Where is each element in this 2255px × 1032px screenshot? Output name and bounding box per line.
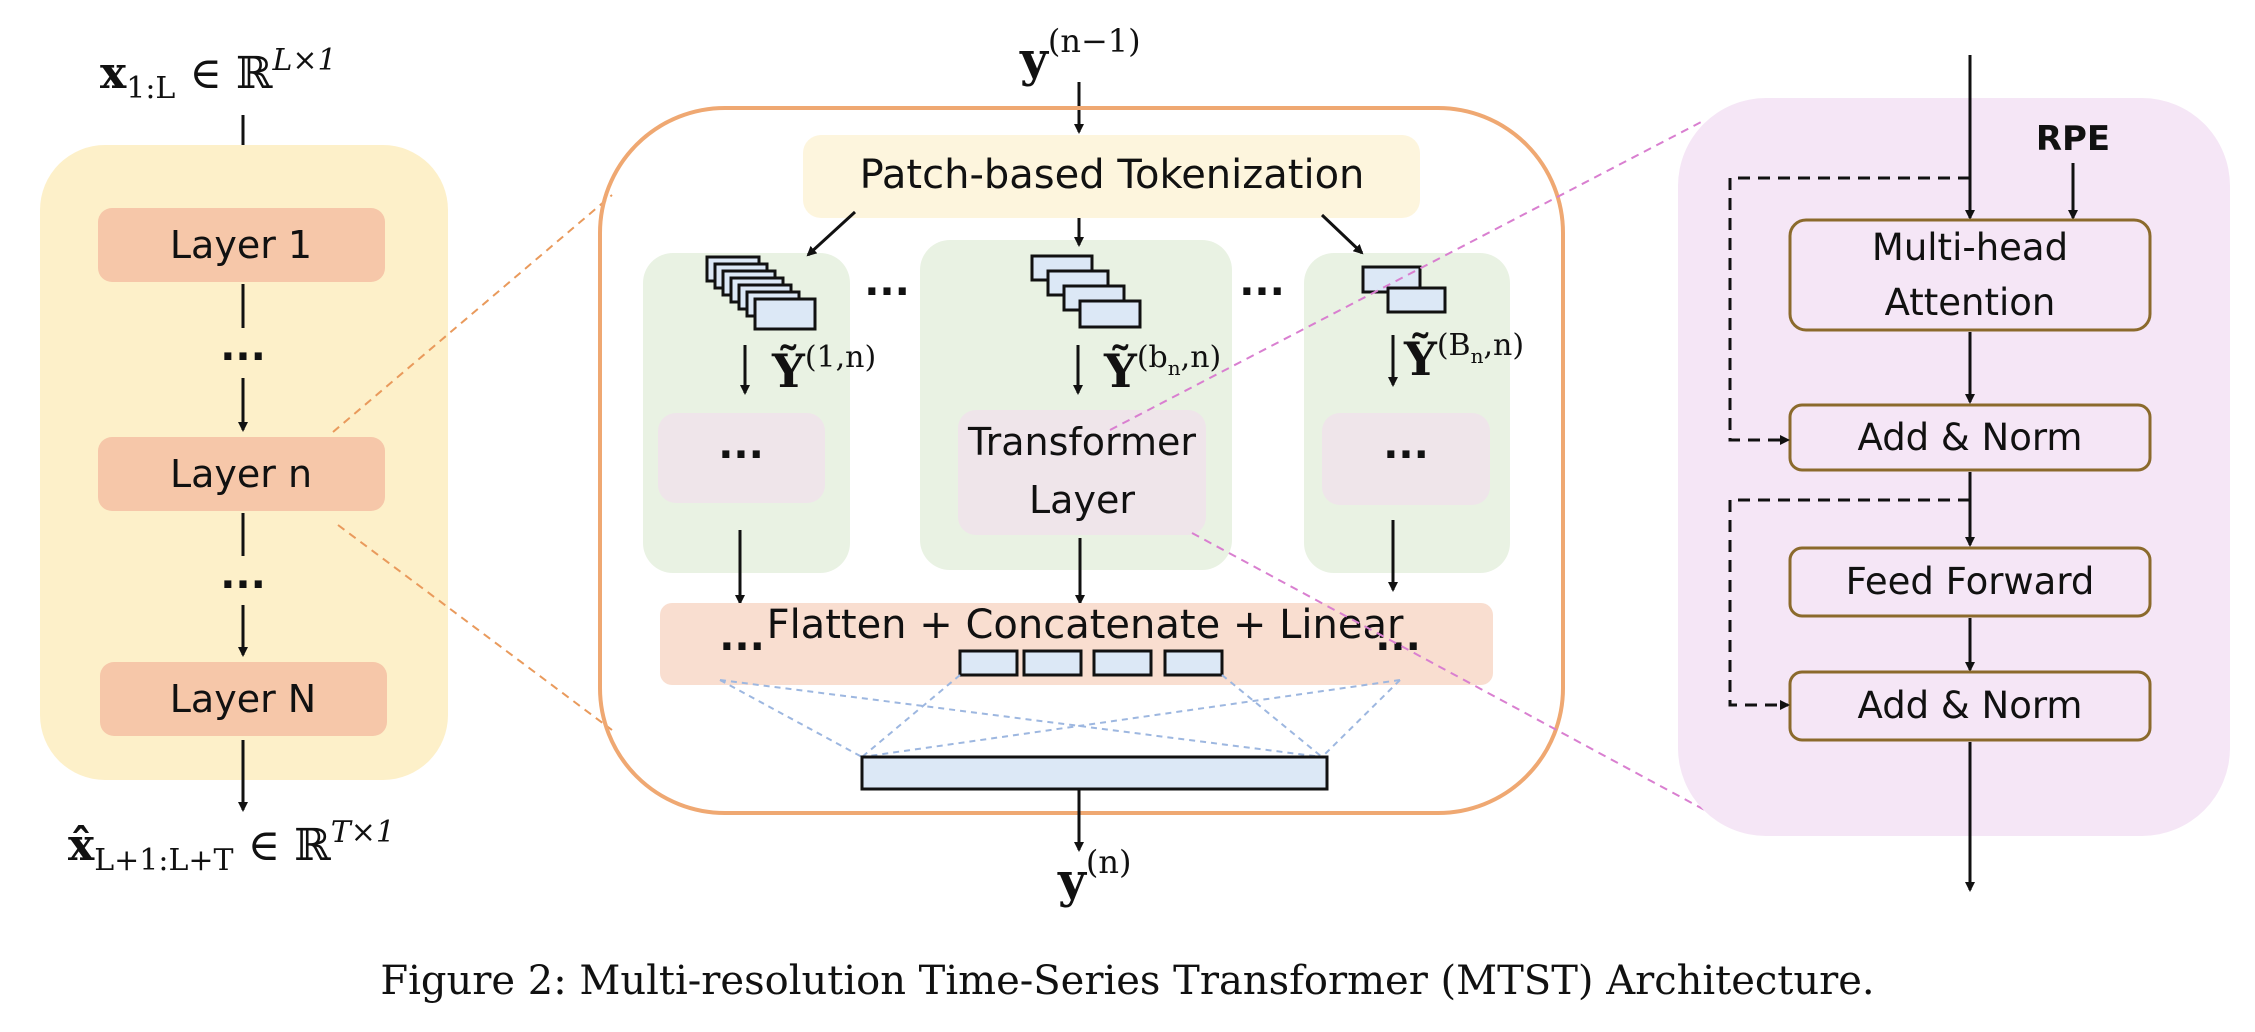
tokenization-label: Patch-based Tokenization [860, 152, 1365, 198]
attention-line1: Multi-head [1872, 226, 2068, 269]
output-vector [860, 755, 1329, 791]
residual-connection-2 [1728, 498, 1970, 710]
branch-1-block-dots: ··· [718, 432, 764, 478]
attention-line2: Attention [1885, 281, 2056, 324]
middle-input-label: y(n−1) [1019, 22, 1141, 88]
projection-lines [719, 674, 1401, 758]
left-output-label: x̂L+1:L+T∈ ℝT×1 [68, 815, 395, 878]
add-norm-1-box [1788, 403, 2152, 472]
left-input-label: x1:L∈ ℝL×1 [100, 43, 337, 106]
layer-n-box [98, 437, 385, 511]
patch-stack-1 [705, 255, 817, 331]
ellipsis-1: ··· [220, 334, 266, 380]
layer-1-label: Layer 1 [170, 223, 312, 267]
zoom-line-top [332, 194, 613, 433]
branch-dots-2: ··· [1239, 269, 1285, 315]
add-norm-2-label: Add & Norm [1858, 684, 2083, 727]
patch-stack-3 [1361, 265, 1447, 314]
flatten-label: Flatten + Concatenate + Linear [767, 602, 1404, 648]
token-label-3: Ỹ(Bn,n) [1403, 328, 1524, 386]
layer-N-label: Layer N [170, 677, 316, 721]
residual-connection-1 [1728, 176, 1970, 445]
patch-stack-2 [1030, 254, 1142, 329]
middle-output-label: y(n) [1057, 843, 1131, 909]
zoom-line-right-bottom [1191, 532, 1728, 823]
flatten-patches [958, 649, 1224, 677]
branch-1-block [658, 413, 825, 503]
token-label-1: Ỹ(1,n) [771, 340, 876, 398]
figure-caption: Figure 2: Multi-resolution Time-Series T… [380, 958, 1875, 1004]
flatten-dots-left: ··· [719, 624, 765, 670]
tokenization-box [803, 135, 1420, 218]
arrow-token-branch-1 [806, 210, 857, 257]
branch-3-block-dots: ··· [1383, 432, 1429, 478]
rpe-label: RPE [2036, 119, 2110, 159]
add-norm-2-box [1788, 670, 2152, 742]
feed-forward-box [1788, 546, 2152, 618]
flatten-box [660, 603, 1493, 685]
branch-3-block [1322, 413, 1490, 505]
zoom-line-bottom [337, 524, 613, 731]
feed-forward-label: Feed Forward [1846, 560, 2095, 603]
ellipsis-2: ··· [220, 562, 266, 608]
branch-dots-1: ··· [864, 269, 910, 315]
transformer-layer-block [958, 410, 1206, 535]
transformer-layer-line2: Layer [1029, 478, 1135, 522]
layer-1-box [98, 208, 385, 282]
arrow-token-branch-3 [1320, 213, 1364, 255]
layer-n-label: Layer n [170, 452, 312, 496]
token-label-2: Ỹ(bn,n) [1103, 340, 1221, 398]
flatten-dots-right: ··· [1375, 624, 1421, 670]
add-norm-1-label: Add & Norm [1858, 416, 2083, 459]
multihead-attention-box [1788, 218, 2152, 332]
transformer-layer-line1: Transformer [967, 420, 1196, 464]
middle-panel [598, 106, 1565, 815]
layer-N-box [100, 662, 387, 736]
